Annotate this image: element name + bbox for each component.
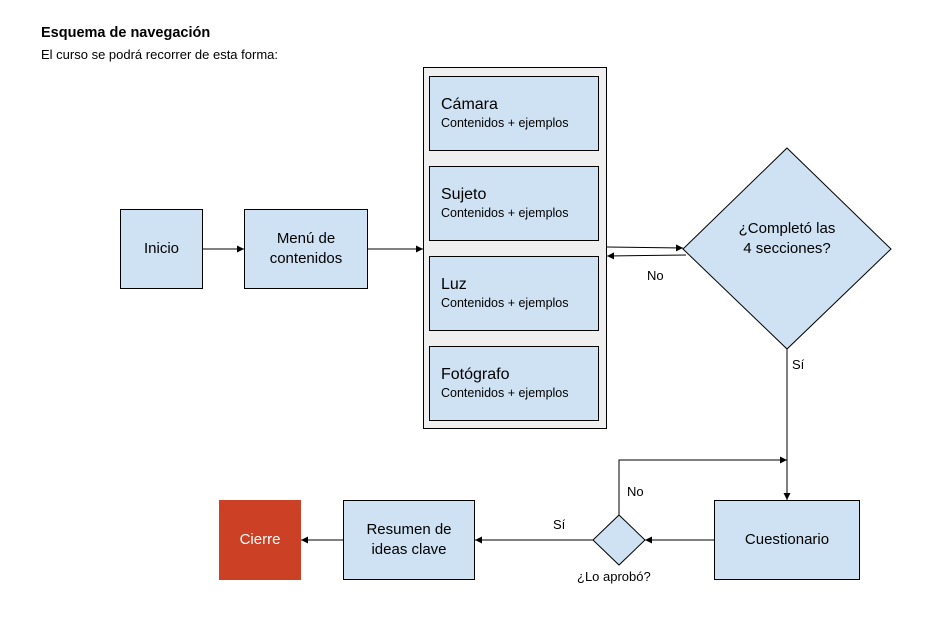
- decision-pass-label: ¿Lo aprobó?: [577, 569, 651, 584]
- section-sujeto-desc: Contenidos + ejemplos: [441, 206, 569, 220]
- edge-label-complete-yes: Sí: [792, 357, 805, 372]
- node-cuestionario-label: Cuestionario: [744, 531, 830, 548]
- edge-label-complete-no: No: [647, 268, 664, 283]
- section-fotografo: Fotógrafo Contenidos + ejemplos: [429, 346, 599, 421]
- section-camara: Cámara Contenidos + ejemplos: [429, 76, 599, 151]
- node-cierre-label: Cierre: [239, 531, 281, 548]
- decision-pass-shape: [592, 514, 646, 566]
- section-fotografo-desc: Contenidos + ejemplos: [441, 386, 569, 400]
- node-menu: Menú de contenidos: [244, 209, 368, 289]
- edge-sections-decision: [606, 244, 684, 252]
- edge-label-pass-no: No: [627, 484, 644, 499]
- node-resumen: Resumen de ideas clave: [343, 500, 475, 580]
- node-cuestionario: Cuestionario: [714, 500, 860, 580]
- section-luz-name: Luz: [441, 276, 467, 293]
- node-cierre: Cierre: [219, 500, 301, 580]
- section-camara-name: Cámara: [441, 96, 498, 113]
- decision-complete-label: ¿Completó las 4 secciones?: [738, 220, 836, 257]
- section-luz: Luz Contenidos + ejemplos: [429, 256, 599, 331]
- node-resumen-label: Resumen de ideas clave: [366, 521, 452, 558]
- section-sujeto-name: Sujeto: [441, 186, 487, 203]
- diagram-subtitle: El curso se podrá recorrer de esta forma…: [41, 47, 278, 62]
- section-fotografo-name: Fotógrafo: [441, 366, 510, 383]
- section-sujeto: Sujeto Contenidos + ejemplos: [429, 166, 599, 241]
- section-luz-desc: Contenidos + ejemplos: [441, 296, 569, 310]
- section-camara-desc: Contenidos + ejemplos: [441, 116, 569, 130]
- node-inicio: Inicio: [120, 209, 203, 289]
- diagram-title: Esquema de navegación: [41, 25, 211, 41]
- node-inicio-label: Inicio: [143, 240, 180, 257]
- node-menu-label: Menú de contenidos: [269, 230, 343, 267]
- edge-pass-no: [618, 456, 787, 515]
- edge-decision-no: [606, 252, 687, 260]
- edge-label-pass-yes: Sí: [553, 517, 566, 532]
